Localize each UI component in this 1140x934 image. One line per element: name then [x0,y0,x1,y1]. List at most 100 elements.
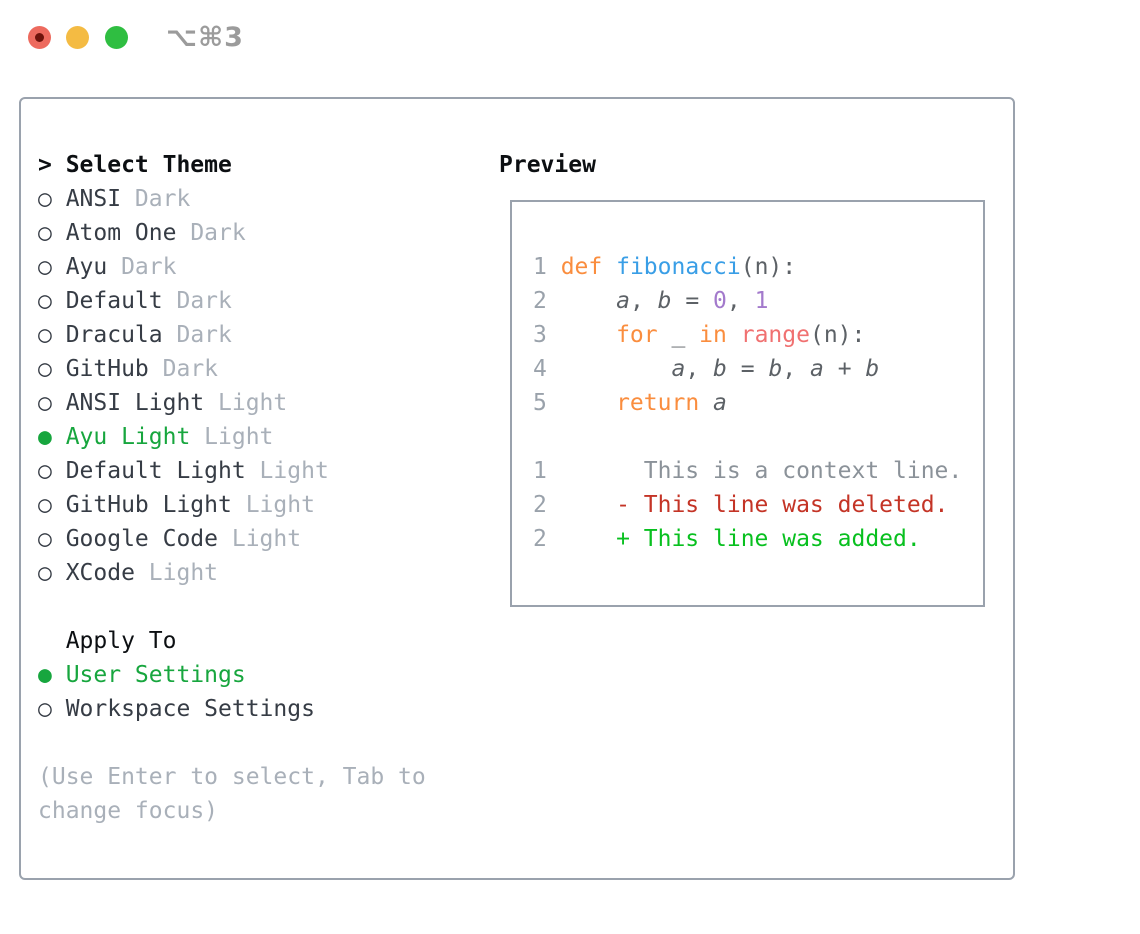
radio-icon: ○ [38,322,52,348]
theme-name: GitHub Light [65,492,232,518]
apply-option-label: Workspace Settings [65,696,315,722]
theme-item-github[interactable]: ○ GitHub Dark [38,352,426,386]
titlebar: ⌥⌘3 [0,0,1140,70]
theme-item-ansi[interactable]: ○ANSI Dark [38,182,426,216]
help-text-line-2: change focus) [38,798,219,824]
theme-item-github-light[interactable]: ○GitHub Light Light [38,488,426,522]
code-token [561,356,672,382]
theme-item-atom-one[interactable]: ○Atom One Dark [38,216,426,250]
theme-variant-badge: Light [245,458,329,484]
select-theme-heading: > Select Theme [38,148,426,182]
code-token: range [740,322,810,348]
radio-icon: ○ [38,356,52,382]
theme-name: GitHub [65,356,149,382]
code-token: a [713,390,727,416]
theme-variant-badge: Light [218,526,302,552]
preview-heading: Preview [499,152,596,178]
line-number: 1 [533,458,547,484]
theme-variant-badge: Light [190,424,274,450]
theme-item-dracula[interactable]: ○ Dracula Dark [38,318,426,352]
code-token: _ [657,322,700,348]
line-number: 5 [533,390,547,416]
code-token: This is a context line. [560,458,963,484]
theme-name: Google Code [65,526,219,552]
theme-item-ayu-light[interactable]: ●Ayu Light Light [38,420,426,454]
radio-icon: ○ [38,526,52,552]
theme-item-default-light[interactable]: ○ Default Light Light [38,454,426,488]
apply-option-user-settings[interactable]: ●User Settings [38,658,426,692]
theme-variant-badge: Light [231,492,315,518]
theme-variant-badge: Dark [162,322,232,348]
radio-icon: ○ [38,288,52,314]
theme-variant-badge: Dark [121,186,191,212]
theme-variant-badge: Dark [107,254,177,280]
code-token: - This line was deleted. [560,492,949,518]
code-token: a [810,356,824,382]
theme-name: Dracula [65,322,163,348]
code-token: a [616,288,630,314]
line-number: 4 [533,356,547,382]
code-token [561,322,616,348]
theme-variant-badge: Light [134,560,219,586]
code-token: , [629,288,658,314]
code-token: a [671,356,686,382]
code-token: (n): [740,254,797,280]
theme-variant-badge: Dark [148,356,219,382]
code-line: 3 for _ in range(n): [533,318,962,352]
theme-variant-badge: Light [204,390,288,416]
apply-to-heading: Apply To [38,624,426,658]
radio-icon: ○ [38,458,52,484]
line-number: 2 [533,288,547,314]
select-theme-heading-label: Select Theme [65,152,232,178]
code-token [727,322,741,348]
code-line: 2 a, b = 0, 1 [533,284,962,318]
apply-option-workspace-settings[interactable]: ○ Workspace Settings [38,692,426,726]
theme-item-default[interactable]: ○ Default Dark [38,284,426,318]
code-line: 5 return a [533,386,962,420]
line-number: 2 [533,526,547,552]
theme-item-xcode[interactable]: ○XCode Light [38,556,426,590]
code-token: + [823,356,866,382]
code-line: 4 a, b = b, a + b [533,352,962,386]
theme-list: ○ANSI Dark○Atom One Dark○Ayu Dark○Defaul… [38,182,426,590]
radio-icon: ○ [38,696,52,722]
window-shortcut-label: ⌥⌘3 [166,22,244,53]
theme-variant-badge: Dark [162,288,232,314]
code-token: , [685,356,714,382]
spacer [38,590,426,624]
code-line: 2 - This line was deleted. [533,488,962,522]
spacer [38,726,426,760]
code-token: b [657,288,672,314]
code-token: 0 [713,288,727,314]
help-text-line-1: (Use Enter to select, Tab to [38,764,426,790]
code-token: + This line was added. [560,526,921,552]
maximize-button[interactable] [105,26,128,49]
theme-item-ayu[interactable]: ○Ayu Dark [38,250,426,284]
code-token [561,390,616,416]
code-line: 1 This is a context line. [533,454,962,488]
theme-item-google-code[interactable]: ○ Google Code Light [38,522,426,556]
theme-item-ansi-light[interactable]: ○ANSI Light Light [38,386,426,420]
code-token: b [768,356,783,382]
theme-name: Ayu Light [65,424,191,450]
focus-caret-icon: > [38,152,52,178]
theme-variant-badge: Dark [176,220,246,246]
theme-name: Default [65,288,163,314]
code-token [699,390,713,416]
code-token: in [699,322,727,348]
close-button[interactable] [28,26,51,49]
code-line: 2 + This line was added. [533,522,962,556]
radio-icon: ○ [38,390,52,416]
code-token: , [782,356,810,382]
theme-name: Atom One [65,220,177,246]
code-token: , [726,288,755,314]
code-blank-line [533,420,962,454]
radio-selected-icon: ● [38,662,52,688]
theme-name: Default Light [65,458,246,484]
theme-name: XCode [65,560,135,586]
code-token: b [865,356,880,382]
minimize-button[interactable] [66,26,89,49]
